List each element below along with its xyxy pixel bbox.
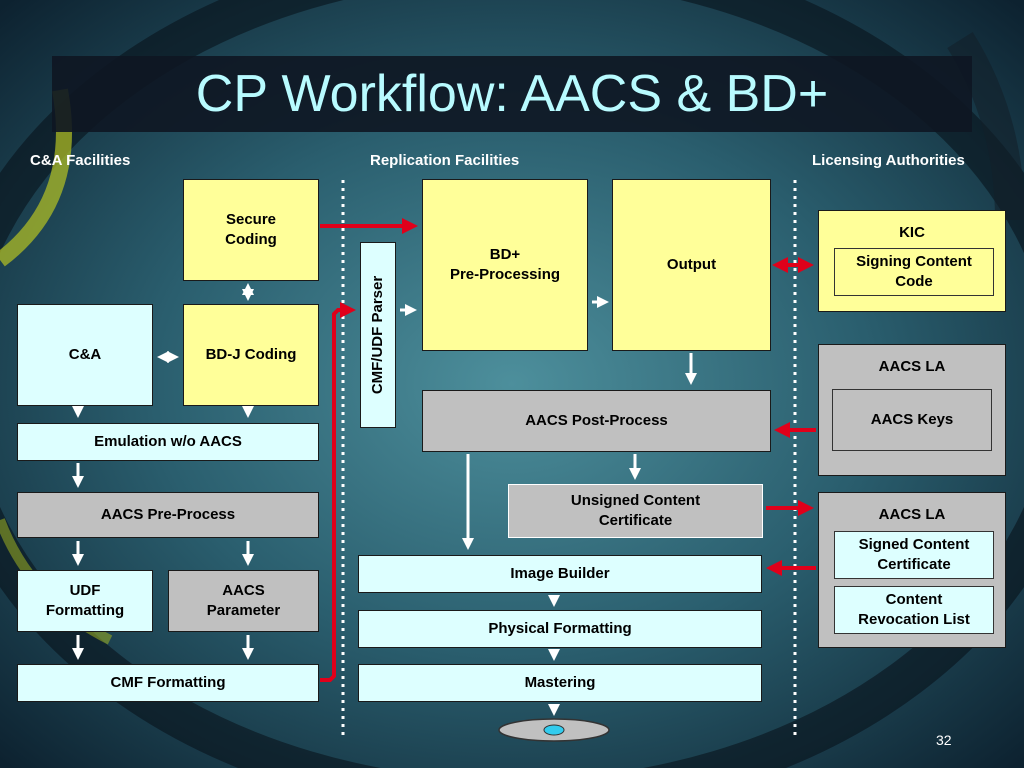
mastering-box: Mastering <box>358 664 762 702</box>
bd-pre-processing-box: BD+ Pre-Processing <box>422 179 588 351</box>
title-bar <box>52 56 972 132</box>
emulation-box: Emulation w/o AACS <box>17 423 319 461</box>
section-licensing-authorities: Licensing Authorities <box>812 152 965 169</box>
ca-box: C&A <box>17 304 153 406</box>
output-box: Output <box>612 179 771 351</box>
aacs-keys-box: AACS Keys <box>832 389 992 451</box>
udf-formatting-box: UDF Formatting <box>17 570 153 632</box>
aacs-parameter-box: AACS Parameter <box>168 570 319 632</box>
cmf-formatting-box: CMF Formatting <box>17 664 319 702</box>
image-builder-box: Image Builder <box>358 555 762 593</box>
aacs-pre-process-box: AACS Pre-Process <box>17 492 319 538</box>
page-title: CP Workflow: AACS & BD+ <box>195 65 829 123</box>
unsigned-cert-box: Unsigned Content Certificate <box>508 484 763 538</box>
bdj-coding-box: BD-J Coding <box>183 304 319 406</box>
physical-formatting-box: Physical Formatting <box>358 610 762 648</box>
aacs-post-process-box: AACS Post-Process <box>422 390 771 452</box>
revocation-list-box: Content Revocation List <box>834 586 994 634</box>
cmf-udf-parser-label: CMF/UDF Parser <box>369 275 387 395</box>
section-ca-facilities: C&A Facilities <box>30 152 131 169</box>
signing-content-code-box: Signing Content Code <box>834 248 994 296</box>
page-number: 32 <box>936 732 952 748</box>
signed-cert-box: Signed Content Certificate <box>834 531 994 579</box>
cmf-udf-parser-box: CMF/UDF Parser <box>360 242 396 428</box>
secure-coding-box: Secure Coding <box>183 179 319 281</box>
section-replication-facilities: Replication Facilities <box>370 152 520 169</box>
